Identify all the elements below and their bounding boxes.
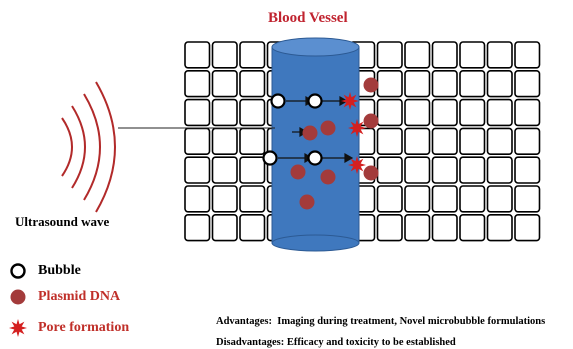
tissue-cell bbox=[240, 100, 265, 126]
tissue-cell bbox=[405, 157, 430, 183]
tissue-cell bbox=[405, 42, 430, 68]
tissue-cell bbox=[515, 128, 540, 154]
tissue-cell bbox=[240, 186, 265, 212]
tissue-cell bbox=[460, 215, 485, 241]
tissue-cell bbox=[378, 157, 403, 183]
tissue-cell bbox=[378, 215, 403, 241]
tissue-cell bbox=[460, 71, 485, 97]
ultrasound-wave-icon bbox=[62, 82, 115, 212]
tissue-cell bbox=[405, 186, 430, 212]
disadvantages-line: Disadvantages: Efficacy and toxicity to … bbox=[216, 337, 456, 348]
tissue-cell bbox=[378, 42, 403, 68]
tissue-cell bbox=[460, 186, 485, 212]
tissue-cell bbox=[240, 42, 265, 68]
plasmid-dna bbox=[300, 195, 315, 210]
tissue-cell bbox=[515, 71, 540, 97]
tissue-cell bbox=[213, 71, 238, 97]
ultrasound-wave-label: Ultrasound wave bbox=[15, 214, 109, 230]
plasmid-dna bbox=[291, 165, 306, 180]
legend-plasmid: Plasmid DNA bbox=[8, 288, 120, 306]
tissue-cell bbox=[185, 157, 210, 183]
bubble bbox=[309, 152, 322, 165]
legend-pore: Pore formation bbox=[8, 319, 129, 337]
tissue-cell bbox=[460, 157, 485, 183]
bubble bbox=[309, 95, 322, 108]
plasmid-dna bbox=[364, 78, 379, 93]
tissue-cell bbox=[185, 100, 210, 126]
disadvantages-label: Disadvantages: bbox=[216, 337, 284, 348]
tissue-cell bbox=[378, 128, 403, 154]
tissue-cell bbox=[213, 42, 238, 68]
tissue-cell bbox=[488, 186, 513, 212]
bubble bbox=[272, 95, 285, 108]
plasmid-dna bbox=[364, 114, 379, 129]
tissue-cell bbox=[460, 100, 485, 126]
tissue-cell bbox=[488, 128, 513, 154]
legend-plasmid-label: Plasmid DNA bbox=[38, 289, 120, 305]
advantages-text: Imaging during treatment, Novel microbub… bbox=[277, 316, 545, 327]
pore-formation bbox=[348, 156, 366, 174]
tissue-cell bbox=[378, 100, 403, 126]
tissue-cell bbox=[433, 186, 458, 212]
pore-formation bbox=[348, 119, 366, 137]
plasmid-dna bbox=[321, 121, 336, 136]
advantages-line: Advantages: Imaging during treatment, No… bbox=[216, 316, 545, 327]
tissue-cell bbox=[488, 100, 513, 126]
tissue-cell bbox=[405, 215, 430, 241]
tissue-cell bbox=[378, 186, 403, 212]
tissue-cell bbox=[433, 215, 458, 241]
tissue-cell bbox=[433, 128, 458, 154]
advantages-label: Advantages: bbox=[216, 316, 272, 327]
tissue-cell bbox=[405, 71, 430, 97]
pore-formation bbox=[341, 92, 359, 110]
tissue-cell bbox=[405, 128, 430, 154]
tissue-cell bbox=[185, 71, 210, 97]
blood-vessel bbox=[272, 38, 359, 251]
tissue-cell bbox=[213, 157, 238, 183]
legend-bubble: Bubble bbox=[8, 262, 81, 280]
tissue-cell bbox=[488, 71, 513, 97]
diagram-title: Blood Vessel bbox=[268, 10, 348, 27]
legend-pore-label: Pore formation bbox=[38, 320, 129, 336]
tissue-cell bbox=[488, 157, 513, 183]
tissue-cell bbox=[515, 42, 540, 68]
tissue-cell bbox=[185, 128, 210, 154]
tissue-cell bbox=[460, 128, 485, 154]
tissue-cell-grid bbox=[185, 42, 540, 241]
tissue-cell bbox=[515, 100, 540, 126]
plasmid-dna bbox=[321, 170, 336, 185]
tissue-cell bbox=[213, 100, 238, 126]
tissue-cell bbox=[515, 157, 540, 183]
tissue-cell bbox=[240, 215, 265, 241]
tissue-cell bbox=[433, 100, 458, 126]
disadvantages-text: Efficacy and toxicity to be established bbox=[287, 337, 456, 348]
tissue-cell bbox=[213, 186, 238, 212]
tissue-cell bbox=[433, 157, 458, 183]
tissue-cell bbox=[185, 215, 210, 241]
tissue-cell bbox=[433, 42, 458, 68]
tissue-cell bbox=[378, 71, 403, 97]
tissue-cell bbox=[515, 215, 540, 241]
tissue-cell bbox=[488, 42, 513, 68]
tissue-cell bbox=[488, 215, 513, 241]
bubble bbox=[264, 152, 277, 165]
tissue-cell bbox=[460, 42, 485, 68]
tissue-cell bbox=[240, 157, 265, 183]
tissue-cell bbox=[213, 128, 238, 154]
tissue-cell bbox=[185, 186, 210, 212]
plasmid-dna bbox=[303, 126, 318, 141]
legend-bubble-label: Bubble bbox=[38, 263, 81, 279]
tissue-cell bbox=[213, 215, 238, 241]
tissue-cell bbox=[185, 42, 210, 68]
tissue-cell bbox=[515, 186, 540, 212]
tissue-cell bbox=[240, 71, 265, 97]
tissue-cell bbox=[405, 100, 430, 126]
tissue-cell bbox=[433, 71, 458, 97]
plasmid-dna bbox=[364, 166, 379, 181]
tissue-cell bbox=[240, 128, 265, 154]
